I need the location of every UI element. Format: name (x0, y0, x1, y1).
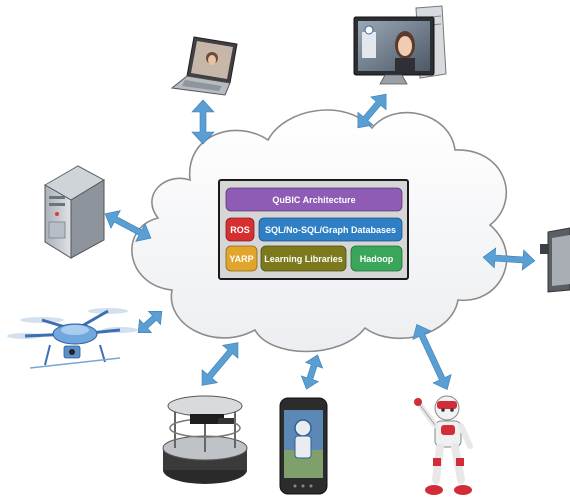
smartphone-icon (279, 397, 328, 495)
databases-box (258, 217, 403, 242)
learning-libraries-box (260, 245, 347, 272)
arrow-desktop (357, 93, 387, 129)
laptop-icon (170, 36, 238, 96)
hadoop-box (350, 245, 403, 272)
arrow-drone (137, 310, 163, 334)
arrow-tablet (482, 247, 536, 271)
arrow-server (104, 210, 152, 242)
desktop-computer-icon (353, 5, 447, 85)
architecture-panel (218, 179, 409, 280)
arrow-humanoid (412, 323, 452, 391)
arrow-mobile-robot (201, 342, 239, 386)
arrow-laptop (191, 99, 215, 145)
wall-tablet-icon (540, 227, 570, 293)
connection-arrows (104, 93, 536, 391)
arrow-smartphone (300, 354, 324, 390)
drone-icon (7, 308, 138, 369)
humanoid-robot-icon (414, 395, 473, 495)
server-tower-icon (43, 165, 106, 259)
yarp-box (225, 245, 258, 272)
qubic-architecture-box (225, 187, 403, 212)
ros-box (225, 217, 255, 242)
mobile-robot-icon (162, 395, 248, 484)
